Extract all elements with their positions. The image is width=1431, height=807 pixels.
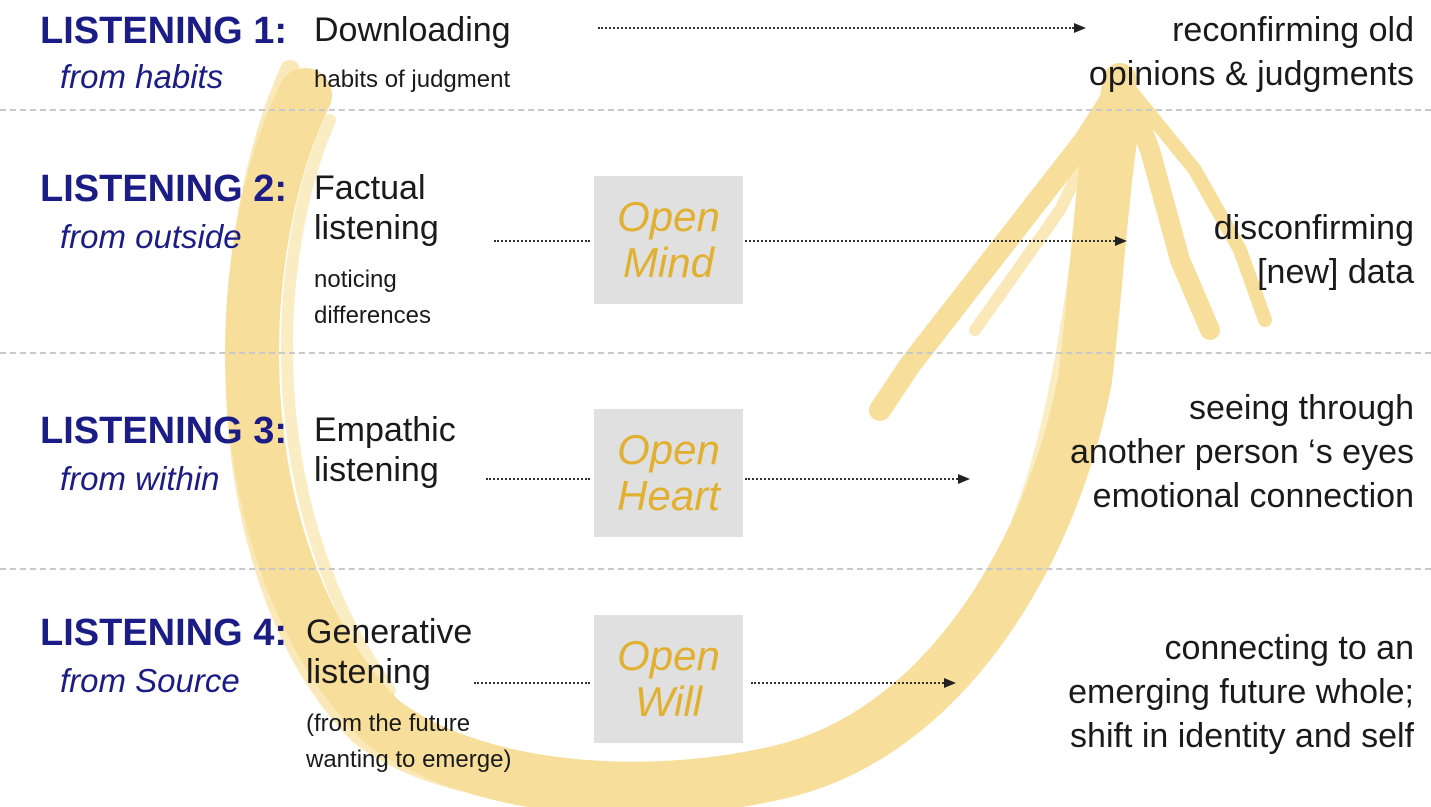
level-1-source: from habits — [60, 58, 224, 95]
level-3-arrow — [745, 472, 970, 486]
level-3-mode: Empathic listening — [314, 411, 456, 489]
open-heart-label: Open Heart — [617, 426, 720, 519]
level-3-outcome: seeing through another person ‘s eyes em… — [1070, 389, 1414, 515]
level-divider — [0, 109, 1431, 111]
open-mind-label: Open Mind — [617, 193, 720, 286]
level-2-arrow — [745, 234, 1127, 248]
level-4-outcome: connecting to an emerging future whole; … — [1068, 629, 1414, 755]
level-1-outcome: reconfirming old opinions & judgments — [1088, 11, 1414, 93]
level-4-source: from Source — [60, 662, 240, 699]
level-4-title: LISTENING 4: — [40, 612, 288, 654]
level-4-arrow-left — [474, 676, 590, 690]
level-1-arrow — [598, 21, 1086, 35]
level-2-title: LISTENING 2: — [40, 168, 288, 210]
level-2-note: noticing differences — [314, 266, 431, 329]
level-4-mode: Generative listening — [306, 613, 473, 691]
level-3-title: LISTENING 3: — [40, 410, 288, 452]
open-will-label: Open Will — [617, 632, 720, 725]
open-will-box: Open Will — [594, 615, 743, 743]
level-1-mode: Downloading — [314, 11, 511, 49]
open-mind-box: Open Mind — [594, 176, 743, 304]
level-3-arrow-left — [486, 472, 590, 486]
level-divider — [0, 352, 1431, 354]
level-1-title: LISTENING 1: — [40, 10, 288, 52]
level-3-source: from within — [60, 460, 220, 497]
level-4-note: (from the future wanting to emerge) — [306, 710, 512, 773]
level-2-source: from outside — [60, 218, 242, 255]
level-2-arrow-left — [494, 234, 590, 248]
level-2-mode: Factual listening — [314, 169, 439, 247]
open-heart-box: Open Heart — [594, 409, 743, 537]
level-2-outcome: disconfirming [new] data — [1213, 209, 1414, 291]
level-1-note: habits of judgment — [314, 66, 511, 93]
level-4-arrow — [751, 676, 956, 690]
level-divider — [0, 568, 1431, 570]
